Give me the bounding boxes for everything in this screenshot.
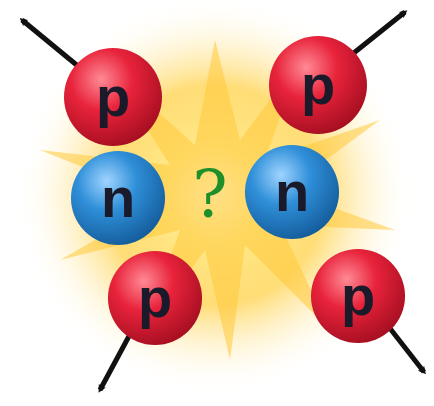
proton-sphere: p: [107, 250, 203, 346]
neutron-sphere: n: [70, 150, 166, 246]
glow: [15, 0, 415, 395]
neutron-letter: n: [275, 164, 309, 220]
velocity-arrows: [22, 12, 424, 390]
proton-letter: p: [341, 268, 375, 324]
proton-letter: p: [138, 270, 172, 326]
proton-letter: p: [301, 57, 335, 113]
proton-sphere: p: [310, 248, 406, 344]
question-mark: ?: [192, 162, 227, 228]
proton-letter: p: [96, 69, 130, 125]
neutron-sphere: n: [244, 144, 340, 240]
proton-sphere: p: [268, 35, 368, 135]
neutron-letter: n: [101, 170, 135, 226]
proton-sphere: p: [63, 47, 163, 147]
